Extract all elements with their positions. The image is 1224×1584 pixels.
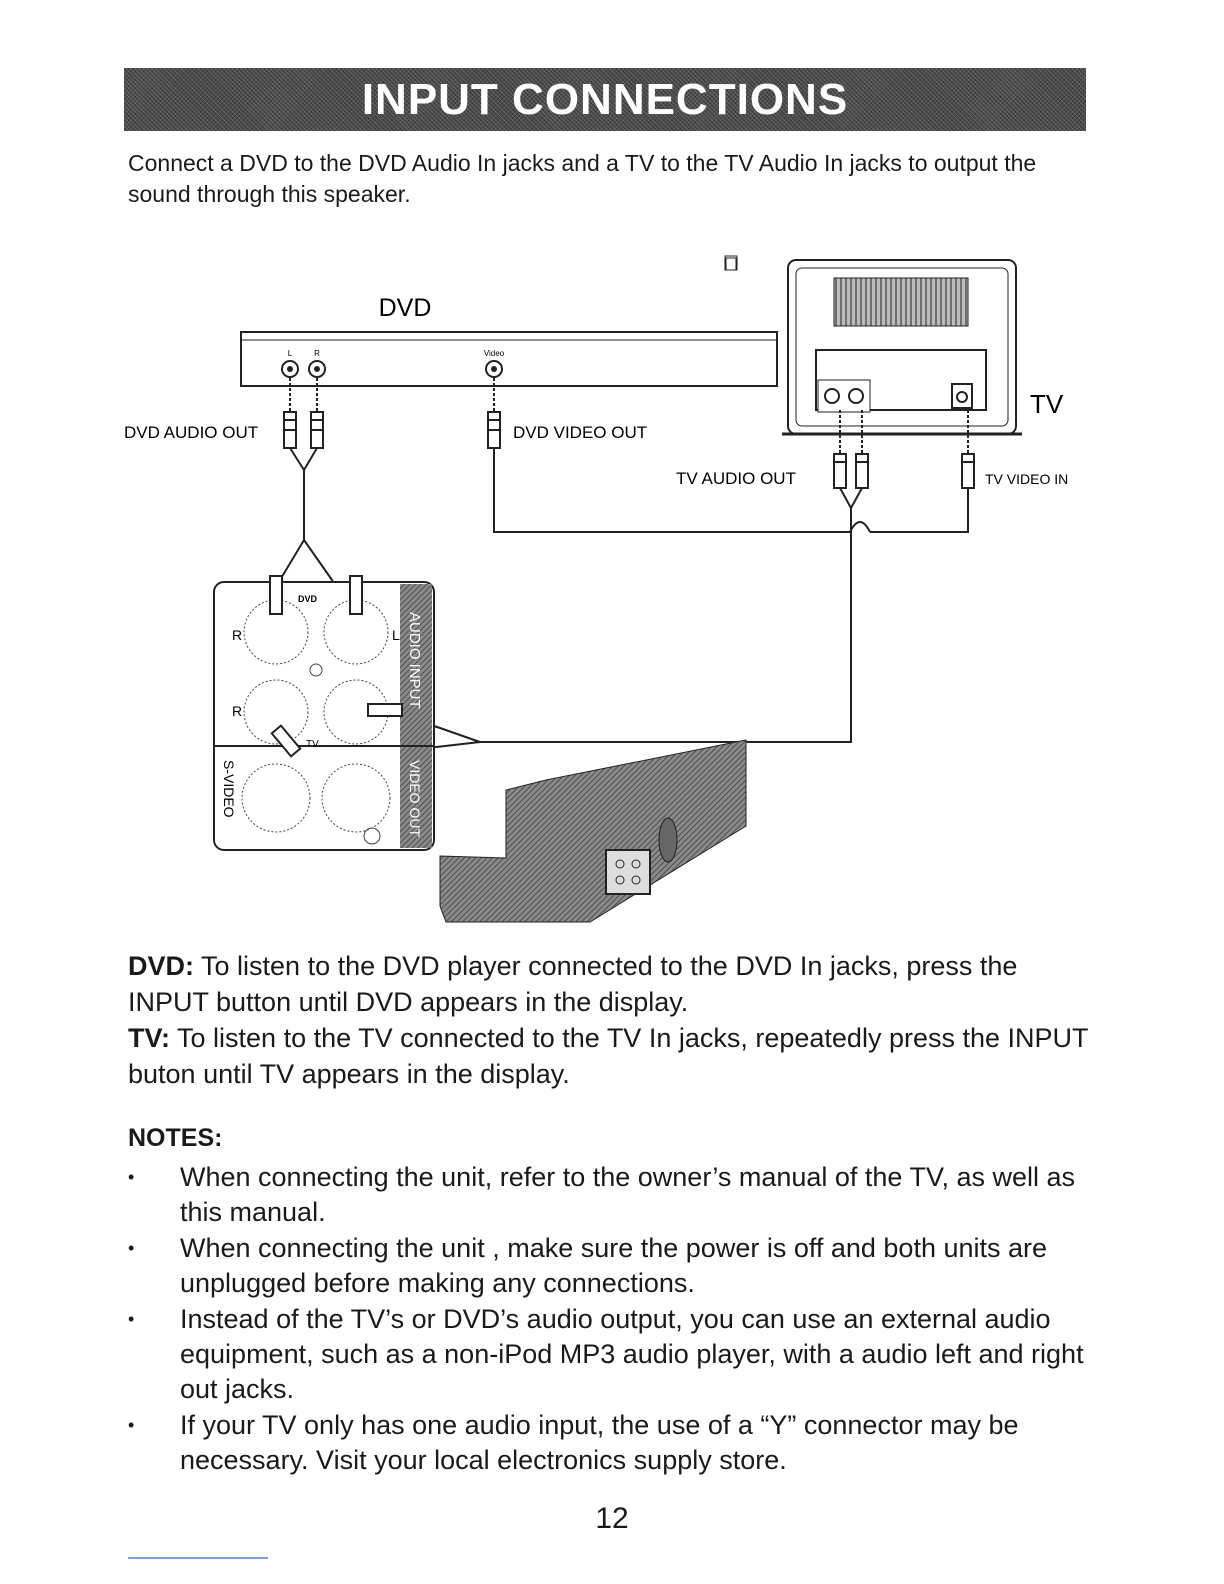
dvd-jack-video-label: Video xyxy=(484,349,505,358)
speaker-unit-illustration xyxy=(439,739,747,923)
footer-rule xyxy=(128,1557,268,1559)
notes-list: • When connecting the unit, refer to the … xyxy=(128,1160,1088,1479)
dvd-mode-text: To listen to the DVD player connected to… xyxy=(128,951,1018,1017)
note-text: When connecting the unit, refer to the o… xyxy=(180,1162,1076,1227)
note-item: • When connecting the unit , make sure th… xyxy=(128,1231,1088,1301)
intro-text: Connect a DVD to the DVD Audio In jacks … xyxy=(128,150,1037,207)
tv-video-in-label: TV VIDEO IN xyxy=(985,471,1068,487)
note-text: Instead of the TV’s or DVD’s audio outpu… xyxy=(180,1304,1084,1404)
section-title-banner: INPUT CONNECTIONS xyxy=(124,68,1086,131)
tv-plugs xyxy=(833,410,975,489)
connection-diagram: DVD L R Video DVD AUDIO OUT xyxy=(110,250,1110,930)
tv-mode-term: TV: xyxy=(128,1023,171,1053)
panel-s-video-label: S-VIDEO xyxy=(221,760,237,818)
panel-video-out-label: VIDEO OUT xyxy=(407,760,423,837)
note-text: If your TV only has one audio input, the… xyxy=(180,1410,1019,1475)
tv-illustration xyxy=(782,259,1022,436)
bullet-icon: • xyxy=(128,1415,135,1435)
panel-audio-input-label: AUDIO INPUT xyxy=(406,612,423,709)
tv-audio-out-label: TV AUDIO OUT xyxy=(676,469,796,488)
dvd-video-plug xyxy=(487,378,501,449)
cables xyxy=(275,447,969,787)
dvd-player-illustration: DVD L R Video xyxy=(240,255,778,387)
notes-heading: NOTES: xyxy=(128,1124,223,1152)
note-item: • When connecting the unit, refer to the … xyxy=(128,1160,1088,1230)
dvd-mode-term: DVD: xyxy=(128,951,194,981)
dvd-video-out-label: DVD VIDEO OUT xyxy=(513,423,647,442)
panel-r1-label: R xyxy=(232,627,242,643)
bullet-icon: • xyxy=(128,1167,135,1187)
note-item: • Instead of the TV’s or DVD’s audio outp… xyxy=(128,1302,1088,1407)
bullet-icon: • xyxy=(128,1238,135,1258)
dvd-jack-r-label: R xyxy=(314,349,320,358)
dvd-audio-out-label: DVD AUDIO OUT xyxy=(124,423,258,442)
tv-label: TV xyxy=(1030,389,1064,419)
note-item: • If your TV only has one audio input, th… xyxy=(128,1408,1088,1478)
dvd-label: DVD xyxy=(379,294,432,322)
dvd-jack-l-label: L xyxy=(288,349,293,358)
tv-mode-text: To listen to the TV connected to the TV … xyxy=(128,1023,1089,1089)
input-modes: DVD: To listen to the DVD player connect… xyxy=(128,948,1088,1092)
panel-dvd-label: DVD xyxy=(298,594,318,604)
page-number: 12 xyxy=(595,1502,629,1535)
dvd-mode-paragraph: DVD: To listen to the DVD player connect… xyxy=(128,948,1088,1020)
panel-l1-label: L xyxy=(392,627,400,643)
bullet-icon: • xyxy=(128,1309,135,1329)
connection-diagram-svg: DVD L R Video DVD AUDIO OUT xyxy=(124,255,1068,923)
tv-mode-paragraph: TV: To listen to the TV connected to the… xyxy=(128,1020,1088,1092)
panel-r2-label: R xyxy=(232,703,242,719)
page-title: INPUT CONNECTIONS xyxy=(361,74,849,124)
note-text: When connecting the unit , make sure the… xyxy=(180,1233,1048,1298)
speaker-rear-panel: DVD TV R L R AUDIO INPUT S-VIDEO VIDEO O… xyxy=(213,575,435,851)
panel-tv-label: TV xyxy=(306,739,319,750)
dvd-audio-plugs xyxy=(283,378,324,449)
